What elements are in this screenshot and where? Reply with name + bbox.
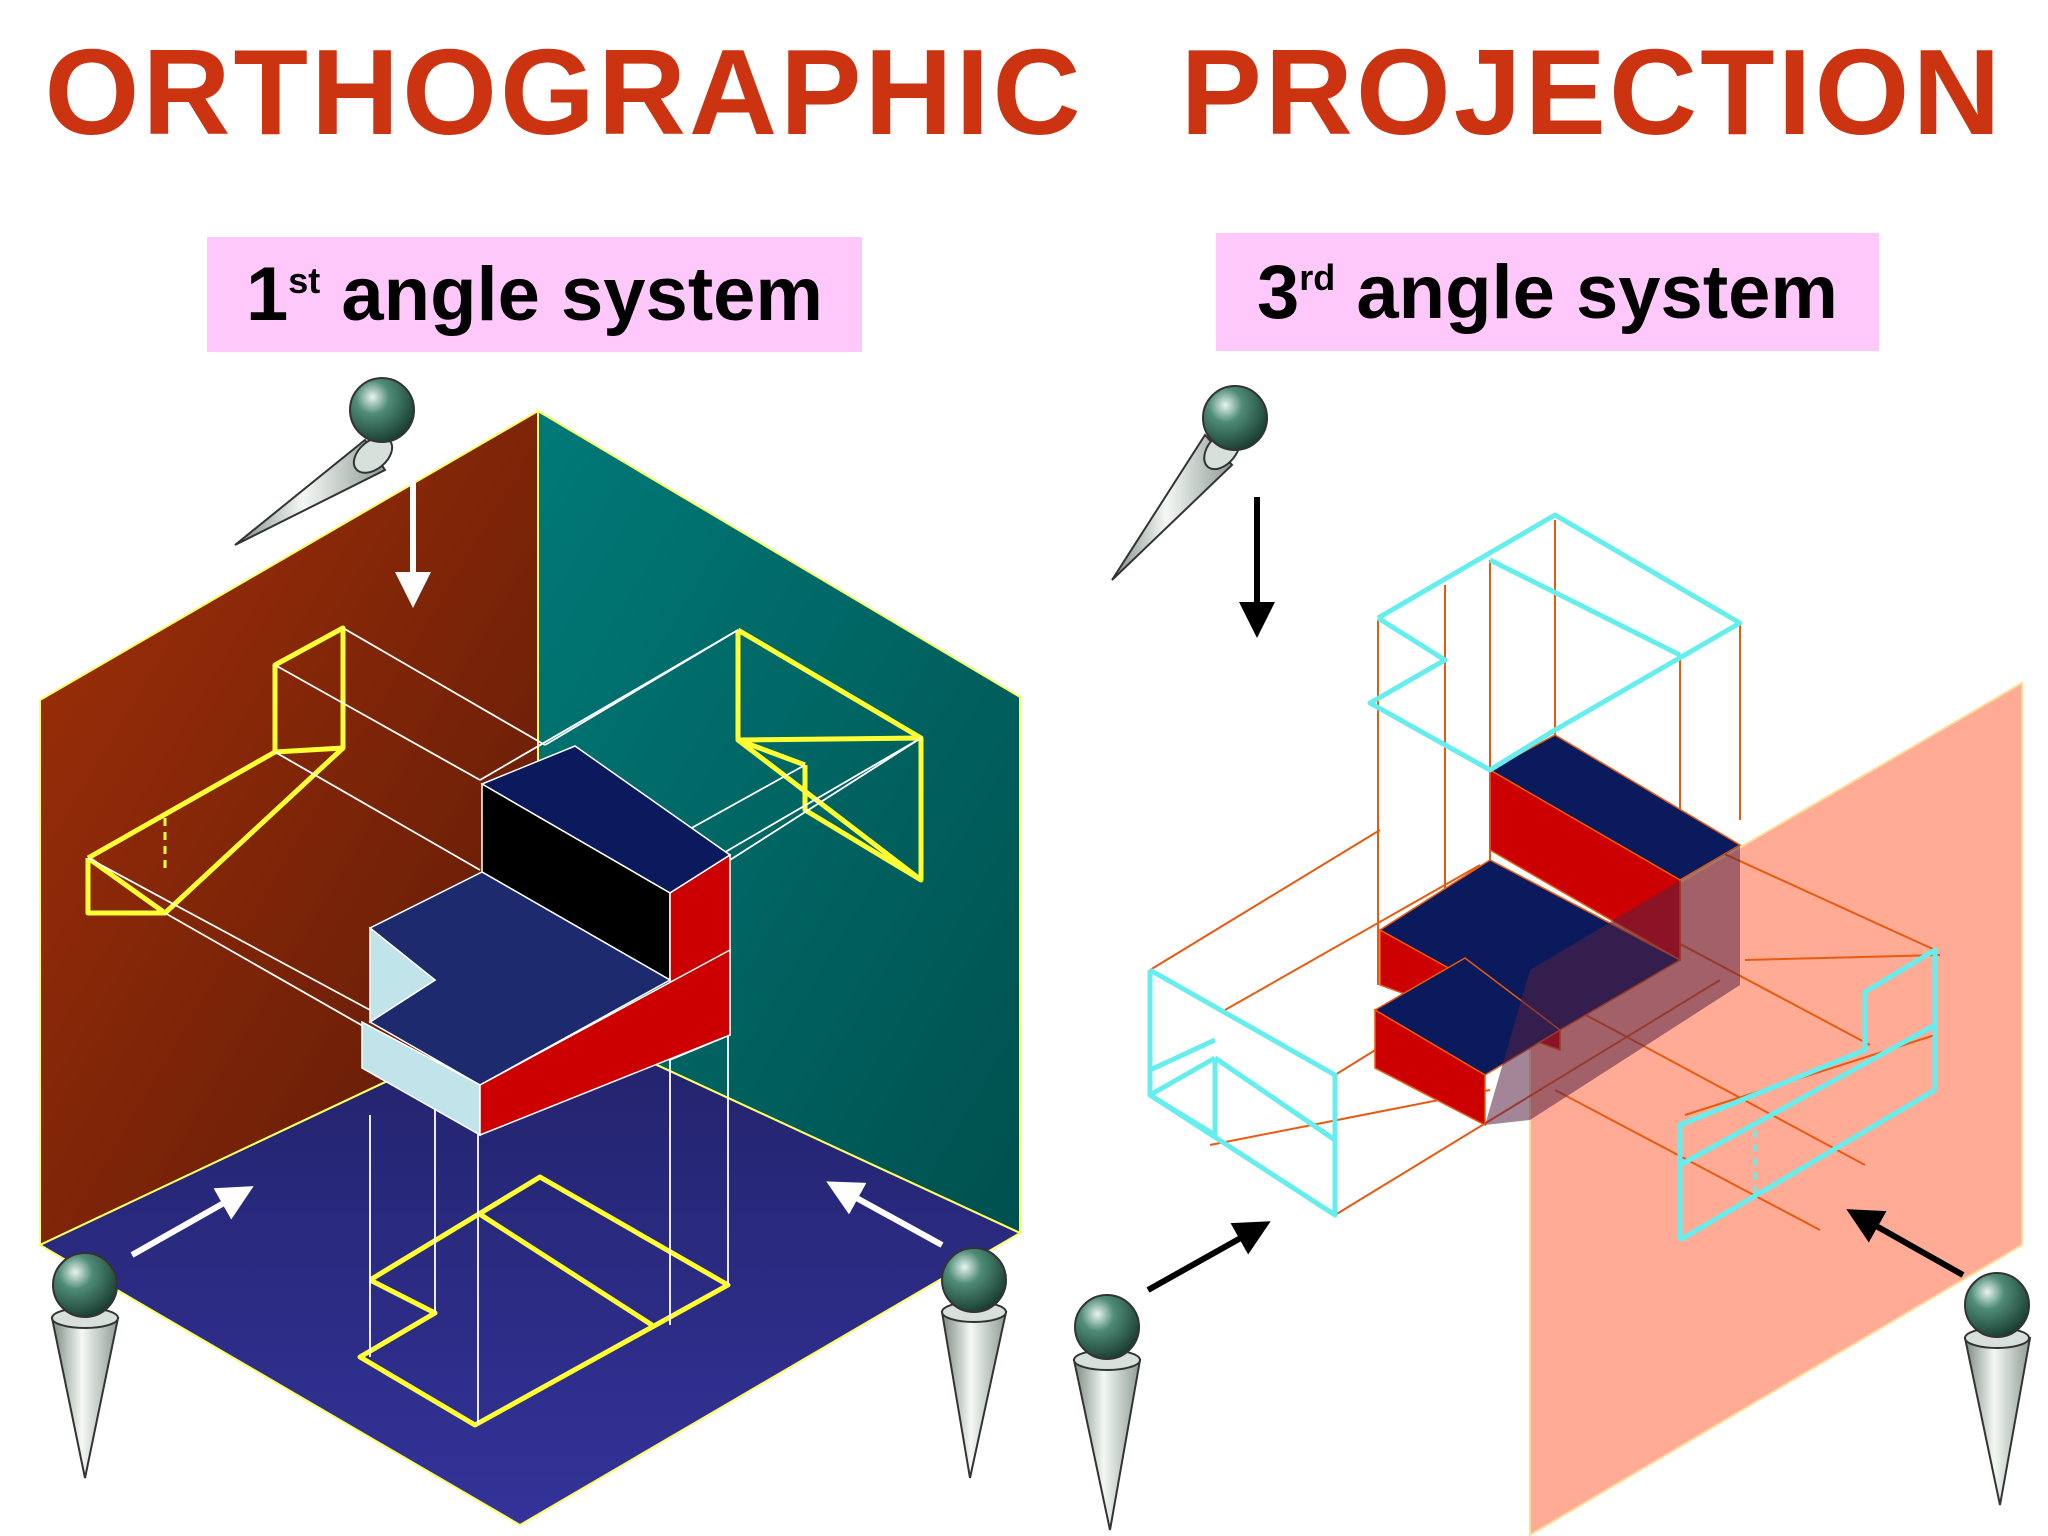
third-side-view: [1677, 947, 1938, 1243]
third-top-view: [1367, 512, 1743, 773]
third-angle-number: 3: [1257, 249, 1300, 335]
arrow-front-view: [130, 1186, 254, 1258]
viewer-side-third: [1963, 1272, 2032, 1506]
page-title: ORTHOGRAPHIC PROJECTION: [44, 24, 2004, 160]
third-angle-object: [1373, 734, 1742, 1127]
object-front-red: [479, 948, 731, 1137]
profile-plane: [1529, 681, 2023, 1536]
viewer-side-first: [940, 1247, 1008, 1479]
object3-shadow: [1485, 845, 1740, 1125]
viewer-top-first: [234, 377, 415, 546]
object-light-notch: [369, 926, 437, 1024]
viewer-front-third: [1072, 1294, 1142, 1531]
viewer-front-first: [50, 1252, 120, 1479]
horizontal-plane: [37, 1008, 1023, 1527]
arrow3-front-view: [1146, 1221, 1271, 1293]
third-angle-suffix: rd: [1299, 257, 1336, 298]
arrow3-side-view: [1846, 1209, 1965, 1278]
viewer-top-third: [1111, 385, 1268, 581]
first-angle-number: 1: [246, 252, 289, 337]
third-front-view: [1147, 967, 1338, 1218]
side-view-projection: [735, 627, 924, 883]
first-angle-suffix: st: [288, 259, 321, 301]
front-view-projection: [85, 625, 346, 916]
third-angle-diagram: [1146, 497, 2023, 1536]
arrow-side-view: [826, 1181, 944, 1248]
first-angle-object: [361, 745, 732, 1137]
first-angle-diagram: [37, 409, 1023, 1527]
first-angle-text: angle system: [320, 252, 823, 337]
third-angle-text: angle system: [1335, 249, 1838, 335]
